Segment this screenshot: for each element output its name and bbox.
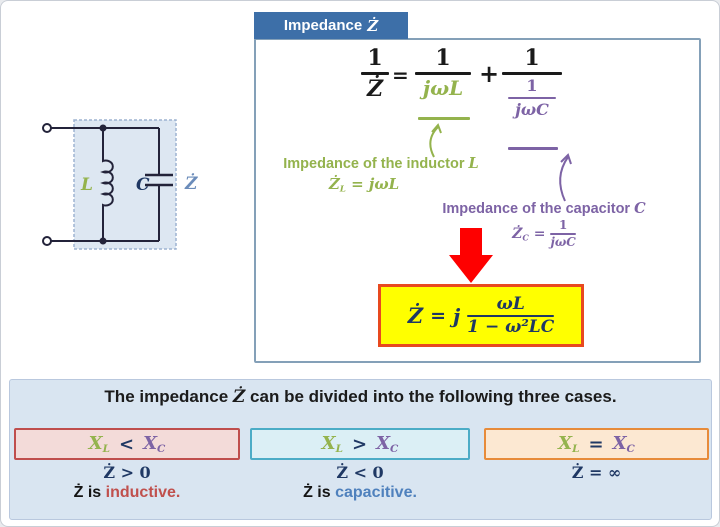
panel-header-label: Impedance <box>283 17 363 34</box>
comparison-operator: < <box>118 433 135 455</box>
circuit-wires <box>47 127 173 242</box>
xc-symbol: XC <box>376 432 399 456</box>
equals-sign: = <box>392 63 409 87</box>
z-symbol: Ż <box>328 175 340 193</box>
case-box-xl-equals-xc: XL = XC <box>484 428 709 460</box>
panel-header-symbol: Ż <box>367 16 379 35</box>
case2-condition: Ż < 0 <box>336 463 384 482</box>
numerator: ωL <box>496 293 525 314</box>
numerator: 1 <box>367 45 383 71</box>
case3-condition: Ż = ∞ <box>571 463 622 482</box>
circuit-impedance-label: Ż <box>185 174 198 194</box>
capacitor-plates <box>145 173 173 187</box>
capacitor-term-underline <box>508 147 558 150</box>
case-box-xl-less-xc: XL < XC <box>14 428 240 460</box>
xl-symbol: XL <box>321 432 343 456</box>
capacitor-pointer-arrow-icon <box>559 153 572 202</box>
numerator: 1 <box>524 45 540 71</box>
plus-sign: + <box>479 59 500 88</box>
impedance-panel-header: Impedance Ż <box>254 12 408 39</box>
fraction-bar <box>550 233 576 236</box>
junction-dot-top <box>99 124 107 132</box>
fraction-one-over-z: 1 Ż <box>361 46 389 101</box>
inductor-term-underline <box>418 117 470 120</box>
xl-symbol: XL <box>88 432 110 456</box>
fraction-one-over-one-over-jwc: 1 1 jωC <box>502 46 562 118</box>
capacitor-symbol-letter: C <box>634 200 646 217</box>
xc-symbol: XC <box>612 432 635 456</box>
caption-text: Impedance of the inductor <box>283 156 465 172</box>
z-symbol: ŻC = <box>512 225 546 243</box>
fraction-bar <box>502 72 562 76</box>
j-coefficient: j <box>452 303 461 328</box>
terminal-top-icon <box>42 123 52 133</box>
wl-over-one-minus-w2lc-fraction: ωL 1 − ω²LC <box>467 293 555 337</box>
description-pre: Ż is <box>73 484 106 501</box>
denominator-jwl: jωL <box>422 76 464 101</box>
denominator: 1 − ω²LC <box>467 316 555 337</box>
capacitor-note-caption: Impedance of the capacitor C <box>413 200 675 217</box>
fraction-one-over-jwl: 1 jωL <box>415 46 471 99</box>
numerator: 1 <box>558 218 568 232</box>
equals: = <box>430 304 446 327</box>
junction-dot-bottom <box>99 237 107 245</box>
fraction-bar <box>508 96 556 99</box>
one-over-jwc-fraction: 1 jωC <box>550 218 576 250</box>
terminal-bottom-icon <box>42 236 52 246</box>
caption-text: Impedance of the capacitor <box>442 201 631 217</box>
fraction-bar <box>361 72 389 76</box>
description-word: inductive. <box>105 484 181 501</box>
denominator-jwc: jωC <box>515 99 549 119</box>
xc-symbol: XC <box>143 432 166 456</box>
numerator: 1 <box>435 45 451 71</box>
result-formula-box: Ż = j ωL 1 − ω²LC <box>378 284 584 347</box>
denominator-z: Ż <box>366 76 384 103</box>
comparison-operator: > <box>351 433 368 455</box>
case1-condition: Ż > 0 <box>103 463 151 482</box>
equals: = <box>345 175 369 193</box>
nested-fraction-one-over-jwc: 1 jωC <box>508 77 556 118</box>
description-pre: Ż is <box>303 484 336 501</box>
case1-description: Ż is inductive. <box>14 484 240 502</box>
inductor-symbol <box>100 128 114 241</box>
title-post: can be divided into the following three … <box>245 387 617 406</box>
red-down-arrow-icon <box>449 228 493 283</box>
capacitor-note: Impedance of the capacitor C ŻC = 1 jωC <box>413 200 675 249</box>
inductor-impedance-formula: ŻL = jωL <box>259 175 469 195</box>
title-pre: The impedance <box>104 387 233 406</box>
fraction-bar <box>415 72 471 76</box>
numerator: 1 <box>526 76 538 96</box>
case-box-xl-greater-xc: XL > XC <box>250 428 470 460</box>
circuit-inductor-label: L <box>81 175 93 195</box>
jwl-term: jωL <box>368 175 400 193</box>
case2-description: Ż is capacitive. <box>250 484 470 502</box>
fraction-bar <box>467 314 555 317</box>
inductor-note-caption: Impedance of the inductor L <box>259 155 503 172</box>
circuit-capacitor-label: C <box>136 175 150 195</box>
denominator: jωC <box>550 235 576 250</box>
three-cases-title: The impedance Ż can be divided into the … <box>9 387 712 407</box>
z-symbol: Ż <box>407 303 424 328</box>
inductor-pointer-arrow-icon <box>429 123 442 158</box>
capacitor-impedance-formula: ŻC = 1 jωC <box>512 218 576 250</box>
xl-symbol: XL <box>558 432 580 456</box>
lc-parallel-circuit-diagram <box>42 119 177 250</box>
comparison-operator: = <box>588 433 604 455</box>
inductor-symbol-letter: L <box>468 155 479 172</box>
title-z-symbol: Ż <box>232 387 246 407</box>
inductor-note: Impedance of the inductor L ŻL = jωL <box>259 155 503 195</box>
subscript-l: L <box>339 184 346 195</box>
description-word: capacitive. <box>335 484 417 501</box>
